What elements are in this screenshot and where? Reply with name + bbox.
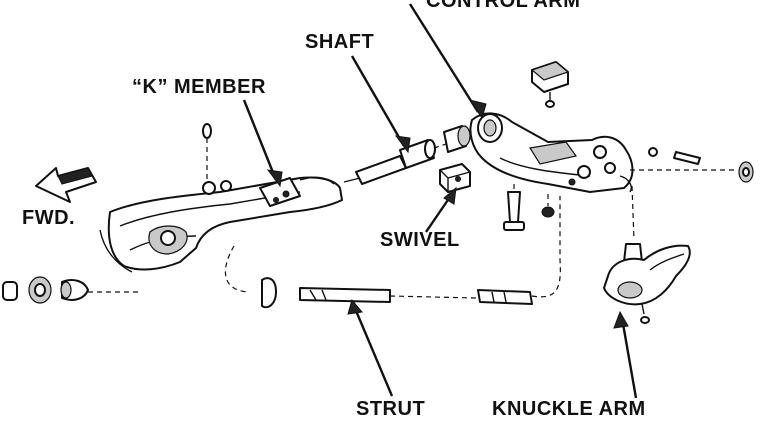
- shaft-part: [343, 139, 453, 185]
- routing-lines: [224, 196, 561, 298]
- control-arm-label: CONTROL ARM: [426, 0, 581, 12]
- knuckle-arm-part: [603, 185, 691, 324]
- bump-stop: [530, 61, 570, 108]
- control-arm-bolts: [503, 184, 555, 231]
- cotter-pin-and-nut: [630, 147, 754, 183]
- swivel-part: [439, 163, 471, 193]
- strut-label: STRUT: [356, 398, 426, 420]
- strut-part: [261, 277, 533, 309]
- shaft-bushing: [443, 125, 471, 153]
- forward-arrow-icon: [35, 167, 97, 203]
- swivel-label: SWIVEL: [380, 229, 460, 251]
- k-member-bolt: [202, 123, 232, 195]
- leader-lines: [242, 3, 638, 399]
- strut-bushings: [2, 276, 138, 304]
- shaft-label: SHAFT: [305, 31, 375, 53]
- fwd-label: FWD.: [22, 207, 76, 229]
- k-member-part: [99, 176, 343, 273]
- knuckle-arm-label: KNUCKLE ARM: [492, 398, 646, 420]
- control-arm-part: [469, 112, 634, 193]
- k-member-label: “K” MEMBER: [132, 76, 266, 98]
